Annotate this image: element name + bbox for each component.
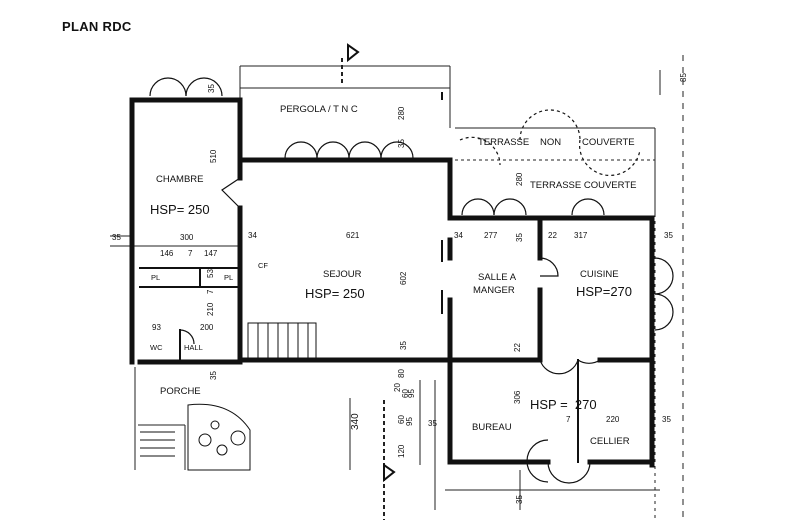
terrasse-non-label-1: TERRASSE <box>478 137 529 148</box>
terrasse-non-label-3: COUVERTE <box>582 137 635 148</box>
dim: 53 <box>206 269 215 278</box>
dim: 34 <box>248 231 257 240</box>
room-wc-label: WC <box>150 343 163 352</box>
dim: 35 <box>207 84 216 93</box>
dim: 35 <box>664 231 673 240</box>
dim: 34 <box>454 231 463 240</box>
room-hall-label: HALL <box>184 343 203 352</box>
dim: 147 <box>204 249 218 258</box>
dim: 22 <box>548 231 557 240</box>
dim: 80 <box>397 369 406 378</box>
dim: 602 <box>399 271 408 285</box>
dim: 300 <box>180 233 194 242</box>
pergola-label: PERGOLA / T N C <box>280 104 358 115</box>
room-bureau-hsp: HSP = 270 <box>530 397 597 412</box>
dim: 306 <box>513 390 522 404</box>
dim: 93 <box>152 323 161 332</box>
dim: 22 <box>513 343 522 352</box>
dim: 510 <box>209 149 218 163</box>
room-chambre-hsp: HSP= 250 <box>150 202 210 217</box>
room-sejour-label: SEJOUR <box>323 269 362 280</box>
dim: 35 <box>515 233 524 242</box>
placard-label-1: PL <box>151 273 160 282</box>
dim: 210 <box>206 302 215 316</box>
dim: 200 <box>200 323 214 332</box>
dim: 35 <box>112 233 121 242</box>
dim: 7 <box>188 249 193 258</box>
dim: 7 <box>206 289 215 294</box>
room-bureau-label: BUREAU <box>472 422 512 433</box>
room-porche-label: PORCHE <box>160 386 201 397</box>
room-cellier-label: CELLIER <box>590 436 630 447</box>
walls <box>129 97 655 468</box>
dim: 35 <box>662 415 671 424</box>
dim: 35 <box>399 341 408 350</box>
dim: 621 <box>346 231 360 240</box>
construction-lines <box>110 55 684 520</box>
dim: 95 <box>407 389 416 398</box>
dimensions: 35 510 300 35 146 7 147 53 7 210 93 200 … <box>112 73 688 504</box>
dim: 35 <box>209 371 218 380</box>
dim: 7 <box>566 415 571 424</box>
dim: 120 <box>397 444 406 458</box>
stairs <box>140 322 317 457</box>
dim: 20 <box>393 383 402 392</box>
terrasse-couverte-label: TERRASSE COUVERTE <box>530 180 636 191</box>
cf-label: CF <box>258 261 268 270</box>
section-arrows <box>347 43 443 483</box>
dim: 280 <box>397 106 406 120</box>
dim: 340 <box>350 413 361 430</box>
room-chambre-label: CHAMBRE <box>156 174 204 185</box>
dim: 220 <box>606 415 620 424</box>
dim: 60 <box>397 415 406 424</box>
dim: 60 <box>401 389 410 398</box>
dim: 277 <box>484 231 498 240</box>
dim: 85 <box>679 73 688 82</box>
room-cuisine-label: CUISINE <box>580 269 619 280</box>
dim: 280 <box>515 172 524 186</box>
room-salle-label-2: MANGER <box>473 285 515 296</box>
plan-title: PLAN RDC <box>62 19 132 34</box>
porch-planter <box>187 403 251 471</box>
terrasse-non-label-2: NON <box>540 137 561 148</box>
room-sejour-hsp: HSP= 250 <box>305 286 365 301</box>
room-salle-label-1: SALLE A <box>478 272 517 283</box>
dim: 35 <box>515 495 524 504</box>
dim: 317 <box>574 231 588 240</box>
dim: 35 <box>397 139 406 148</box>
room-cuisine-hsp: HSP=270 <box>576 284 632 299</box>
dim: 35 <box>428 419 437 428</box>
doors <box>149 77 674 484</box>
placard-label-2: PL <box>224 273 233 282</box>
dim: 95 <box>405 417 414 426</box>
dim: 146 <box>160 249 174 258</box>
